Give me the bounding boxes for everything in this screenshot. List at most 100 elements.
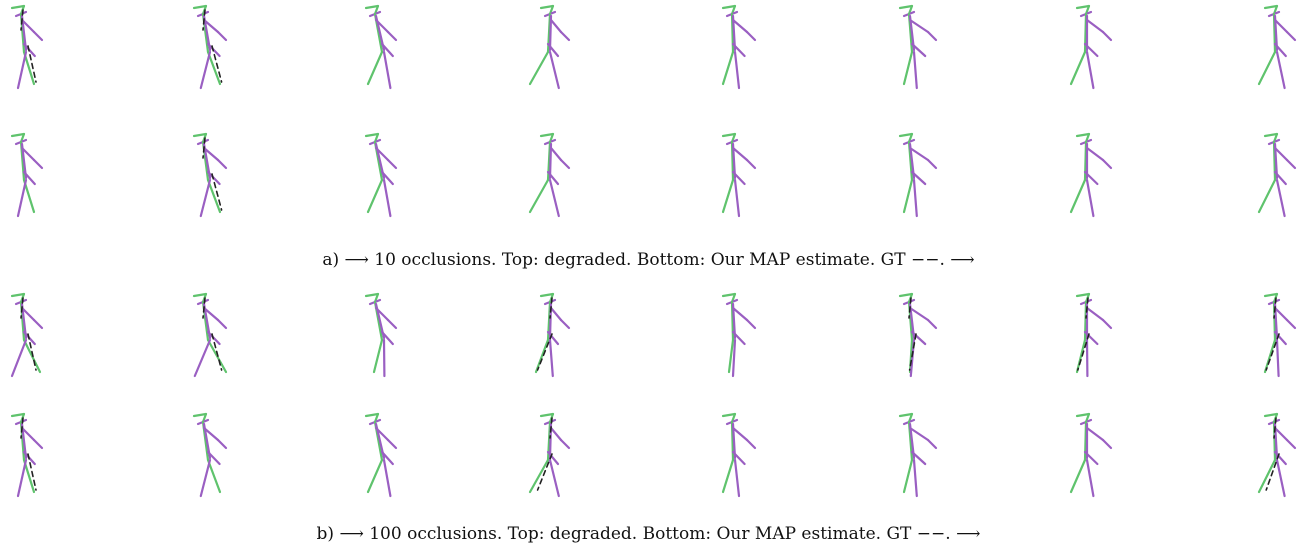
ground-truth-leg-segment [1265, 453, 1280, 491]
arm-lower-segment [745, 438, 757, 450]
head-segment [1263, 4, 1279, 10]
leg-front-segment [528, 50, 550, 86]
hip-segment [546, 170, 560, 186]
head-segment [192, 4, 208, 10]
arm-upper-segment [374, 426, 390, 442]
ground-truth-leg-segment [1077, 333, 1090, 371]
leg-front-segment [902, 458, 914, 494]
head-segment [1075, 292, 1091, 298]
leg-back-segment [548, 50, 560, 90]
arm-lower-segment [926, 158, 938, 170]
head-segment [10, 412, 26, 418]
arm-upper-segment [374, 18, 390, 34]
leg-front-segment [902, 178, 914, 214]
arm-lower-segment [386, 30, 398, 42]
pose-figure-6 [898, 292, 938, 378]
head-segment [539, 412, 555, 418]
pose-figure-7 [1069, 412, 1113, 498]
pose-figure-6 [898, 132, 938, 218]
leg-front-segment [206, 458, 222, 494]
ground-truth-leg-segment [536, 453, 553, 491]
arm-lower-segment [559, 318, 571, 330]
arm-lower-segment [1101, 158, 1113, 170]
hip-segment [1083, 42, 1099, 58]
leg-front-segment [206, 338, 228, 374]
ground-truth-leg-segment [211, 173, 223, 211]
leg-back-segment [16, 178, 28, 218]
row-map-estimate-10 [10, 132, 1297, 218]
pose-figure-1 [10, 412, 44, 498]
arm-upper-segment [202, 146, 220, 162]
hip-segment [1273, 170, 1287, 186]
arm-lower-segment [559, 438, 571, 450]
head-segment [721, 292, 737, 298]
arm-lower-segment [1285, 30, 1297, 42]
arm-upper-segment [549, 306, 563, 322]
leg-front-segment [1257, 458, 1277, 494]
hip-segment [380, 450, 394, 466]
arm-lower-segment [745, 158, 757, 170]
leg-back-segment [1085, 458, 1095, 498]
leg-front-segment [22, 338, 42, 374]
hip-segment [1083, 450, 1099, 466]
arm-upper-segment [20, 18, 36, 34]
ground-truth-segment [908, 297, 912, 319]
arm-upper-segment [731, 306, 749, 322]
hip-segment [1273, 42, 1287, 58]
ground-truth-leg-segment [27, 453, 37, 491]
leg-front-segment [721, 50, 735, 86]
leg-back-segment [548, 178, 560, 218]
pose-figure-5 [721, 4, 757, 90]
head-segment [898, 132, 914, 138]
pose-figure-6 [898, 412, 938, 498]
arm-upper-segment [202, 306, 220, 322]
hip-segment [731, 450, 746, 466]
caption-panel-b: b) ⟶ 100 occlusions. Top: degraded. Bott… [316, 524, 981, 544]
arm-lower-segment [926, 438, 938, 450]
head-segment [364, 292, 380, 298]
arm-lower-segment [216, 158, 228, 170]
leg-back-segment [912, 178, 918, 218]
arm-lower-segment [559, 158, 571, 170]
arm-upper-segment [374, 146, 390, 162]
head-segment [721, 4, 737, 10]
arm-lower-segment [216, 318, 228, 330]
pose-figure-2 [192, 292, 228, 378]
head-segment [192, 412, 208, 418]
leg-front-segment [1069, 178, 1087, 214]
arm-lower-segment [1101, 318, 1113, 330]
ground-truth-segment [20, 9, 24, 31]
pose-figure-2 [192, 4, 228, 90]
leg-front-segment [1257, 178, 1277, 214]
pose-figure-3 [364, 412, 398, 498]
head-segment [10, 292, 26, 298]
leg-front-segment [206, 178, 222, 214]
pose-figure-2 [192, 412, 228, 498]
head-segment [898, 4, 914, 10]
hip-segment [22, 170, 36, 186]
leg-front-segment [366, 178, 384, 214]
torso-back-segment [548, 14, 553, 52]
hip-segment [1083, 170, 1099, 186]
pose-figure-5 [721, 132, 757, 218]
hip-segment [206, 450, 221, 466]
head-segment [898, 292, 914, 298]
arm-lower-segment [1285, 158, 1297, 170]
ground-truth-leg-segment [908, 333, 917, 371]
panel-a-ten-occlusions: a) ⟶ 10 occlusions. Top: degraded. Botto… [10, 4, 1297, 270]
pose-figure-7 [1069, 132, 1113, 218]
hip-segment [910, 450, 927, 466]
hip-segment [380, 170, 394, 186]
ground-truth-leg-segment [27, 45, 37, 83]
leg-back-segment [733, 178, 741, 218]
arm-lower-segment [559, 30, 571, 42]
ground-truth-segment [1273, 417, 1277, 439]
arm-lower-segment [32, 438, 44, 450]
hip-segment [380, 42, 394, 58]
pose-figure-8 [1257, 132, 1297, 218]
head-segment [539, 292, 555, 298]
head-segment [1075, 4, 1091, 10]
ground-truth-segment [20, 297, 24, 319]
arm-upper-segment [549, 18, 563, 34]
leg-back-segment [1275, 338, 1280, 378]
